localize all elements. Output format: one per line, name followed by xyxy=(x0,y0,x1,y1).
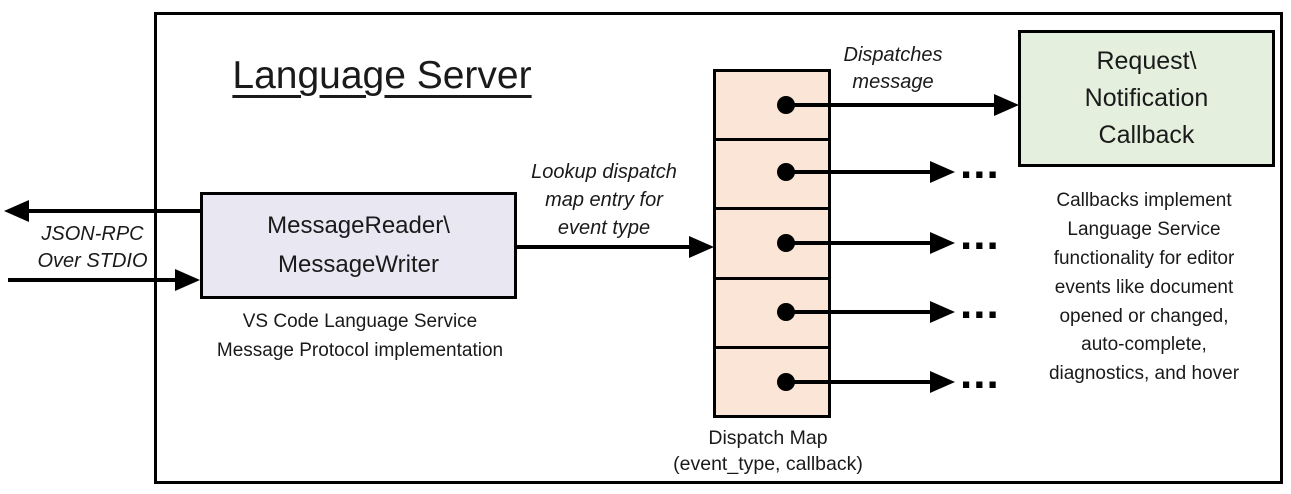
dispatch-arrow-5-line xyxy=(786,380,932,384)
diagram-title: Language Server xyxy=(232,54,532,97)
callbacks-note: Callbacks implement Language Service fun… xyxy=(1048,190,1240,385)
dispatch-map-cell xyxy=(716,141,828,211)
ellipsis-2: ... xyxy=(960,210,1000,259)
dispatch-arrow-3-line xyxy=(786,241,932,245)
message-reader-writer-box: MessageReader\ MessageWriter xyxy=(200,192,517,299)
stdio-input-arrowhead-icon xyxy=(175,269,200,291)
dispatch-map-cell xyxy=(716,280,828,349)
dispatch-arrow-1-line xyxy=(786,103,996,107)
dispatch-arrow-1-head-icon xyxy=(994,94,1019,116)
ellipsis-3: ... xyxy=(960,279,1000,328)
stdio-output-arrow-line xyxy=(28,209,200,213)
dispatch-arrow-4-head-icon xyxy=(930,301,955,323)
stdio-label: JSON-RPC Over STDIO xyxy=(37,223,148,272)
dispatch-arrow-3-head-icon xyxy=(930,232,955,254)
dispatch-arrow-2-head-icon xyxy=(930,161,955,183)
lookup-label: Lookup dispatch map entry for event type xyxy=(531,161,677,239)
dispatch-map-cell xyxy=(716,210,828,280)
dispatch-map-cell xyxy=(716,72,828,142)
lookup-arrowhead-icon xyxy=(689,236,714,258)
request-notification-callback-box: Request\ Notification Callback xyxy=(1018,30,1275,167)
message-reader-writer-label: MessageReader\ MessageWriter xyxy=(267,211,450,278)
dispatch-arrow-5-head-icon xyxy=(930,371,955,393)
dispatch-arrow-4-line xyxy=(786,310,932,314)
request-notification-callback-label: Request\ Notification Callback xyxy=(1084,47,1209,149)
message-reader-caption: VS Code Language Service Message Protoco… xyxy=(216,311,504,361)
ellipsis-4: ... xyxy=(960,349,1000,398)
stdio-output-arrowhead-icon xyxy=(4,200,29,222)
stdio-input-arrow-line xyxy=(8,278,176,282)
dispatch-map-caption: Dispatch Map (event_type, callback) xyxy=(673,427,863,476)
dispatches-message-label: Dispatches message xyxy=(843,44,943,93)
ellipsis-1: ... xyxy=(960,139,1000,188)
dispatch-arrow-2-line xyxy=(786,170,932,174)
lookup-arrow-line xyxy=(517,245,691,249)
language-server-container-box xyxy=(154,12,1283,484)
